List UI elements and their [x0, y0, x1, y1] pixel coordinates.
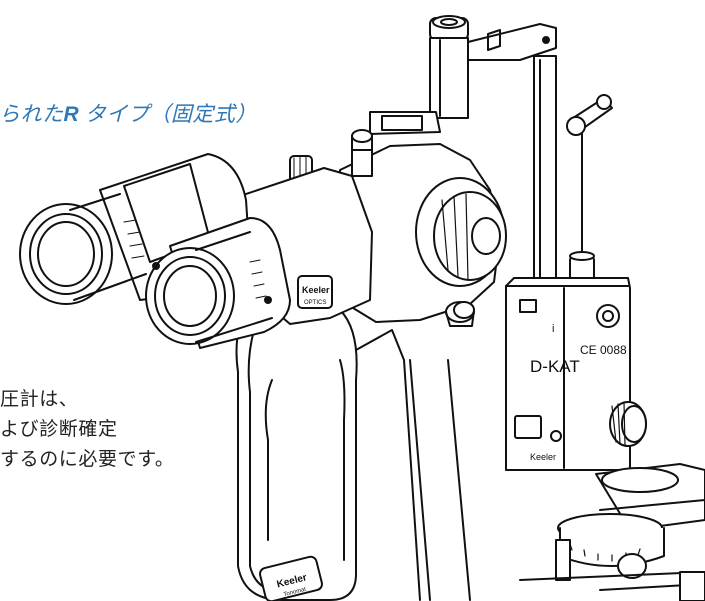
top-arm: [429, 15, 557, 297]
eyepiece-brand-label: Keeler: [302, 285, 330, 295]
dkat-i-mark: i: [552, 323, 554, 335]
dkat-model-label: D-KAT: [530, 357, 580, 376]
fixation-light: [566, 94, 613, 285]
caption-suffix: タイプ（固定式）: [79, 102, 257, 126]
adjustment-knob: [453, 301, 475, 319]
body-line-2: よび診断確定: [0, 418, 118, 440]
binocular-eyepieces: Keeler OPTICS: [19, 153, 373, 349]
eyepiece-optics-label: OPTICS: [304, 300, 326, 306]
figure-caption: られたR タイプ（固定式）: [0, 98, 257, 128]
dkat-brand-label: Keeler: [530, 452, 556, 462]
body-line-3: するのに必要です。: [0, 448, 175, 470]
ce-mark-label: CE 0088: [580, 343, 627, 357]
caption-prefix: られた: [0, 102, 64, 126]
microscope-body: [289, 111, 507, 327]
handle-badge-sub: Tonomat: [283, 587, 307, 598]
caption-bold-type: R: [63, 103, 80, 126]
dkat-unit: i D-KAT CE 0088 Keeler: [505, 277, 647, 471]
body-line-1: 圧計は、: [0, 388, 79, 410]
body-paragraph: 圧計は、 よび診断確定 するのに必要です。: [0, 384, 175, 474]
base-stand: [519, 463, 705, 601]
tonometer-handle: Keeler Tonomat: [235, 299, 471, 601]
